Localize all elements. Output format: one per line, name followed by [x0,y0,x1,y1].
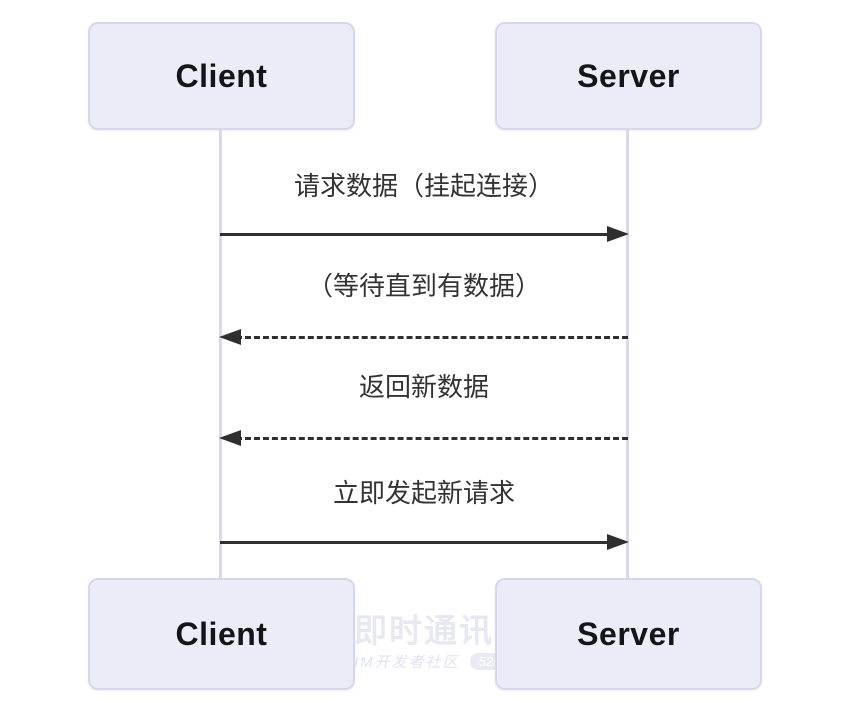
node-server-bottom: Server [495,578,762,690]
watermark-subtitle: IM开发者社区 [354,654,460,671]
message-label-wait-for-data: （等待直到有数据） [306,271,541,301]
arrow-client-to-server-solid [220,226,629,242]
arrow-shaft [220,233,612,236]
message-label-return-new-data: 返回新数据 [358,372,489,402]
node-client-bottom-label: Client [175,615,268,652]
node-client-top: Client [88,22,355,130]
message-label-new-request: 立即发起新请求 [332,478,515,508]
arrow-shaft [236,336,628,339]
arrowhead-right-icon [607,226,629,242]
message-label-request-data: 请求数据（挂起连接） [293,171,554,201]
node-server-top-label: Server [577,57,680,94]
arrow-server-to-client-dashed-2 [219,430,628,446]
arrowhead-right-icon [607,534,629,550]
arrowhead-left-icon [219,430,241,446]
node-client-top-label: Client [175,57,268,94]
node-server-top: Server [495,22,762,130]
arrow-server-to-client-dashed [219,329,628,345]
lifeline-client [219,130,222,578]
lifeline-server [626,130,629,578]
arrow-client-to-server-solid-2 [220,534,629,550]
node-server-bottom-label: Server [577,615,680,652]
arrow-shaft [236,437,628,440]
node-client-bottom: Client [88,578,355,690]
arrowhead-left-icon [219,329,241,345]
arrow-shaft [220,541,612,544]
